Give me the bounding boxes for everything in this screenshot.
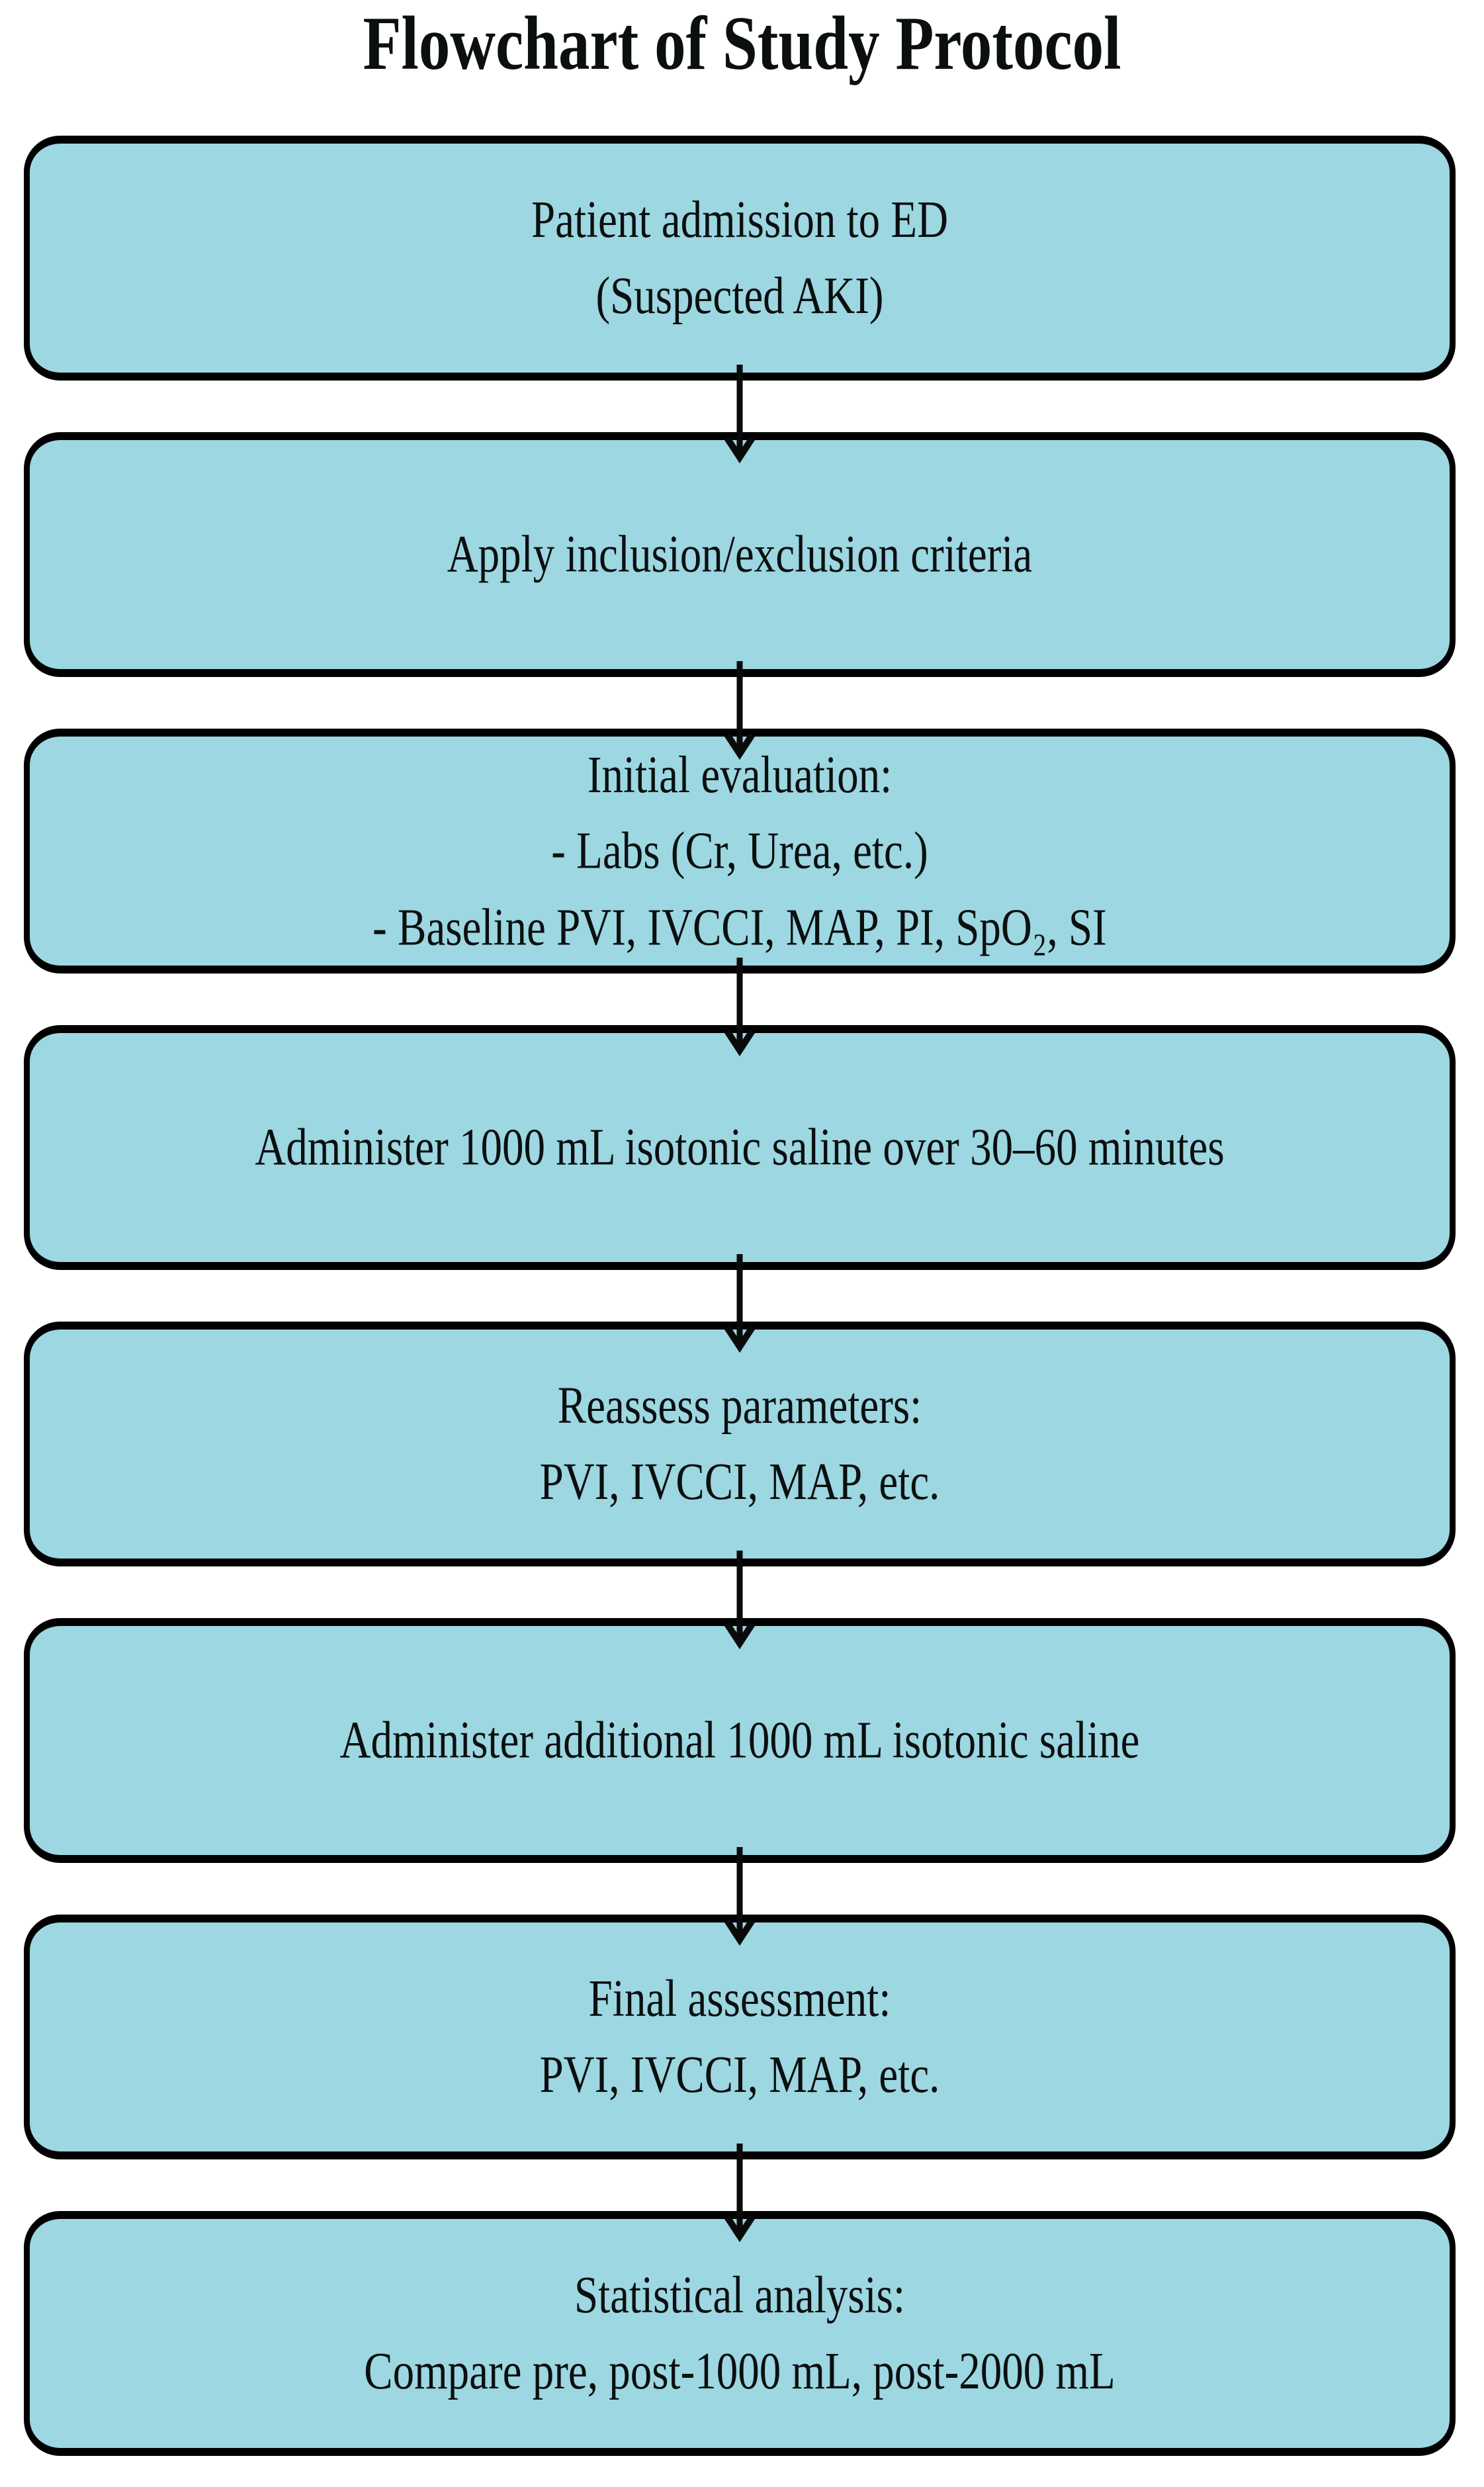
box-line: Statistical analysis: [574,2266,906,2325]
box-line: Compare pre, post-1000 mL, post-2000 mL [364,2342,1115,2401]
flow-box-final-assessment: Final assessment: PVI, IVCCI, MAP, etc. [24,1915,1456,2159]
flow-arrow [24,661,1456,760]
box-line: Apply inclusion/exclusion criteria [447,525,1033,584]
down-arrow-icon [724,661,756,760]
page-title: Flowchart of Study Protocol [363,0,1121,86]
flow-arrow [24,1847,1456,1946]
flow-arrow [24,365,1456,464]
flow-box-text: Patient admission to ED (Suspected AKI) [30,182,1450,334]
flow-box-additional-saline: Administer additional 1000 mL isotonic s… [24,1618,1456,1863]
flow-arrow [24,958,1456,1057]
flow-box-statistical-analysis: Statistical analysis: Compare pre, post-1… [24,2211,1456,2456]
flow-box-text: Final assessment: PVI, IVCCI, MAP, etc. [30,1961,1450,2113]
title-band: Flowchart of Study Protocol [0,0,1484,86]
flow-box-text: Statistical analysis: Compare pre, post-1… [30,2257,1450,2410]
box-line: (Suspected AKI) [595,267,884,326]
box-line: Patient admission to ED [531,191,949,249]
flow-box-saline-1000: Administer 1000 mL isotonic saline over … [24,1025,1456,1270]
box-line: Administer 1000 mL isotonic saline over … [255,1118,1225,1177]
down-arrow-icon [724,1551,756,1650]
down-arrow-icon [724,1254,756,1353]
box-line: Administer additional 1000 mL isotonic s… [339,1711,1140,1770]
box-line: PVI, IVCCI, MAP, etc. [539,2046,940,2104]
flowchart: Patient admission to ED (Suspected AKI) Ap… [24,136,1456,2456]
box-line: - Labs (Cr, Urea, etc.) [551,821,928,880]
flow-box-text: Reassess parameters: PVI, IVCCI, MAP, etc… [30,1368,1450,1520]
flow-arrow [24,1254,1456,1353]
box-line: - Baseline PVI, IVCCI, MAP, PI, SpO₂, SI [372,897,1107,956]
flow-box-text: Administer 1000 mL isotonic saline over … [30,1110,1450,1186]
down-arrow-icon [724,2144,756,2243]
down-arrow-icon [724,1847,756,1946]
flow-box-criteria: Apply inclusion/exclusion criteria [24,432,1456,677]
flow-box-text: Administer additional 1000 mL isotonic s… [30,1703,1450,1779]
box-line: Reassess parameters: [557,1377,922,1435]
flow-box-text: Apply inclusion/exclusion criteria [30,517,1450,593]
box-line: Final assessment: [588,1969,891,2028]
flow-box-admission: Patient admission to ED (Suspected AKI) [24,136,1456,381]
flow-arrow [24,2144,1456,2243]
down-arrow-icon [724,365,756,464]
flow-box-initial-evaluation: Initial evaluation:- Labs (Cr, Urea, etc… [24,729,1456,973]
down-arrow-icon [724,958,756,1057]
box-line: PVI, IVCCI, MAP, etc. [539,1453,940,1512]
flow-box-reassess-parameters: Reassess parameters: PVI, IVCCI, MAP, etc… [24,1322,1456,1566]
flow-arrow [24,1551,1456,1650]
flow-box-text: Initial evaluation:- Labs (Cr, Urea, etc… [30,737,1450,966]
